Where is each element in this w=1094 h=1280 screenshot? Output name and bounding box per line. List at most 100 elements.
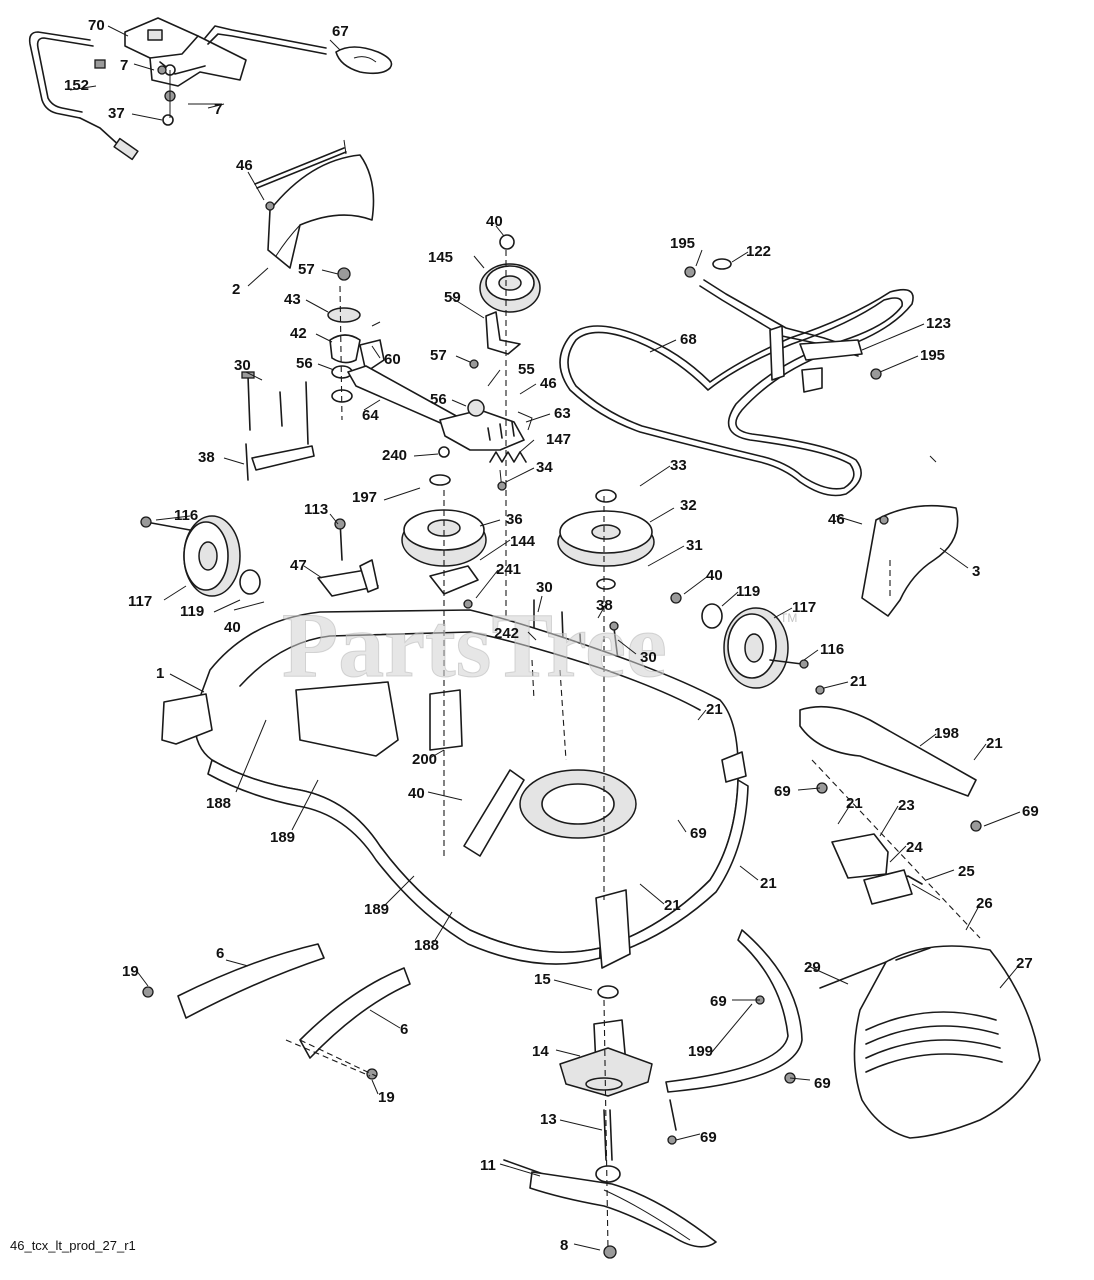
deck-shell-1 <box>161 609 749 969</box>
callout-23: 23 <box>898 797 915 814</box>
callout-21: 21 <box>760 875 777 892</box>
callout-19: 19 <box>378 1089 395 1106</box>
watermark-trademark: TM <box>780 611 797 625</box>
callout-242: 242 <box>494 625 519 642</box>
callout-30: 30 <box>536 579 553 596</box>
leader-lines <box>69 25 1021 1251</box>
callout-69: 69 <box>700 1129 717 1146</box>
callout-7: 7 <box>120 57 128 74</box>
callout-32: 32 <box>680 497 697 514</box>
callout-37: 37 <box>108 105 125 122</box>
callout-69: 69 <box>710 993 727 1010</box>
bracket-59 <box>485 311 521 355</box>
deck-drawing: PartsTree TM <box>28 17 1041 1259</box>
gauge-wheel-right <box>670 592 809 689</box>
callout-labels: 70 67 7 7 152 37 46 2 40 145 195 122 57 … <box>64 17 1039 1254</box>
callout-240: 240 <box>382 447 407 464</box>
assembly-lines <box>299 250 981 1251</box>
spindle-14 <box>503 985 677 1183</box>
callout-26: 26 <box>976 895 993 912</box>
idler-arm-64 <box>347 359 525 451</box>
callout-30: 30 <box>640 649 657 666</box>
callout-31: 31 <box>686 537 703 554</box>
callout-189: 189 <box>364 901 389 918</box>
deflector-198 <box>799 685 982 832</box>
callout-34: 34 <box>536 459 553 476</box>
callout-40: 40 <box>706 567 723 584</box>
blade-11 <box>529 1171 717 1259</box>
callout-40: 40 <box>408 785 425 802</box>
diagram-code: 46_tcx_lt_prod_27_r1 <box>10 1238 136 1253</box>
lift-cable-152 <box>28 31 139 161</box>
callout-116: 116 <box>820 641 844 658</box>
callout-144: 144 <box>510 533 536 550</box>
callout-56: 56 <box>430 391 447 408</box>
callout-200: 200 <box>412 751 437 768</box>
callout-68: 68 <box>680 331 697 348</box>
callout-57: 57 <box>298 261 315 278</box>
guard-2 <box>254 139 375 269</box>
mulch-plate-199 <box>665 929 803 1093</box>
callout-27: 27 <box>1016 955 1033 972</box>
callout-195: 195 <box>920 347 945 364</box>
callout-152: 152 <box>64 77 89 94</box>
bracket-47 <box>317 518 379 597</box>
callout-13: 13 <box>540 1111 557 1128</box>
callout-29: 29 <box>804 959 821 976</box>
chute-27 <box>819 945 1041 1139</box>
bracket-70 <box>124 17 327 126</box>
callout-147: 147 <box>546 431 571 448</box>
watermark: PartsTree TM <box>282 594 798 697</box>
callout-3: 3 <box>972 563 980 580</box>
callout-42: 42 <box>290 325 307 342</box>
callout-188: 188 <box>414 937 439 954</box>
callout-21: 21 <box>850 673 867 690</box>
callout-24: 24 <box>906 839 923 856</box>
knob-67 <box>335 46 393 75</box>
callout-14: 14 <box>532 1043 549 1060</box>
callout-1: 1 <box>156 665 164 682</box>
callout-19: 19 <box>122 963 139 980</box>
callout-46: 46 <box>828 511 845 528</box>
callout-113: 113 <box>304 501 328 518</box>
callout-40: 40 <box>224 619 241 636</box>
callout-25: 25 <box>958 863 975 880</box>
callout-36: 36 <box>506 511 523 528</box>
callout-11: 11 <box>480 1157 496 1174</box>
callout-47: 47 <box>290 557 307 574</box>
callout-145: 145 <box>428 249 453 266</box>
gauge-wheel-left <box>140 515 261 597</box>
pulley-32 <box>557 489 655 590</box>
callout-33: 33 <box>670 457 687 474</box>
callout-59: 59 <box>444 289 461 306</box>
callout-6: 6 <box>216 945 224 962</box>
callout-117: 117 <box>792 599 816 616</box>
callout-21: 21 <box>986 735 1003 752</box>
callout-189: 189 <box>270 829 295 846</box>
callout-38: 38 <box>596 597 613 614</box>
callout-64: 64 <box>362 407 379 424</box>
callout-46: 46 <box>236 157 253 174</box>
callout-197: 197 <box>352 489 377 506</box>
callout-38: 38 <box>198 449 215 466</box>
callout-241: 241 <box>496 561 521 578</box>
callout-6: 6 <box>400 1021 408 1038</box>
callout-46: 46 <box>540 375 557 392</box>
callout-21: 21 <box>664 897 681 914</box>
watermark-text: PartsTree <box>282 594 667 696</box>
callout-70: 70 <box>88 17 105 34</box>
callout-117: 117 <box>128 593 152 610</box>
callout-195: 195 <box>670 235 695 252</box>
callout-30: 30 <box>234 357 251 374</box>
callout-69: 69 <box>814 1075 831 1092</box>
bracket-123 <box>684 258 882 393</box>
callout-123: 123 <box>926 315 951 332</box>
callout-56: 56 <box>296 355 313 372</box>
callout-2: 2 <box>232 281 240 298</box>
belt-68 <box>559 288 914 497</box>
callout-69: 69 <box>1022 803 1039 820</box>
callout-7: 7 <box>214 101 222 118</box>
callout-21: 21 <box>706 701 723 718</box>
callout-55: 55 <box>518 361 535 378</box>
